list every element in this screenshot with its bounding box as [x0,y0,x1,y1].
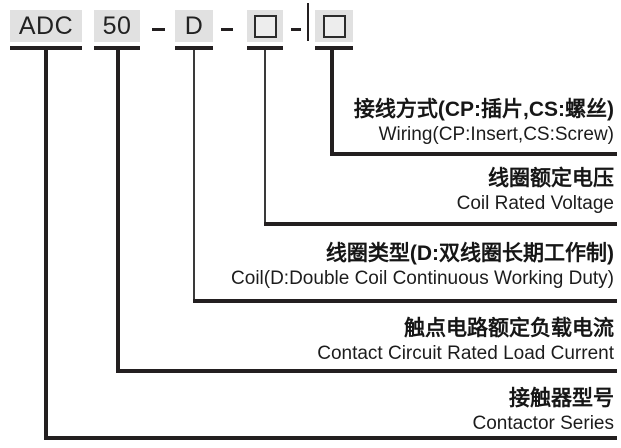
dash-separator-icon [221,28,233,31]
code-segment-current-text: 50 [102,11,132,40]
code-segment-coil-type-text: D [184,11,204,40]
segment-underline [175,46,213,50]
placeholder-square-icon [322,14,346,38]
legend-wiring: 接线方式(CP:插片,CS:螺丝) Wiring(CP:Insert,CS:Sc… [354,97,614,147]
legend-coil-type-cn: 线圈类型(D:双线圈长期工作制) [325,242,614,265]
code-segment-current: 50 [94,10,140,42]
connector-stem-series [44,50,48,440]
vertical-divider-line [307,3,309,41]
legend-contactor-series-en: Contactor Series [472,413,614,434]
legend-wiring-cn: 接线方式(CP:插片,CS:螺丝) [353,98,614,121]
legend-underline-current [116,369,617,373]
legend-load-current-en: Contact Circuit Rated Load Current [317,343,614,364]
legend-voltage: 线圈额定电压 Coil Rated Voltage [457,166,614,216]
legend-load-current-cn: 触点电路额定负载电流 [404,317,614,340]
legend-underline-voltage [264,222,617,226]
segment-underline [10,46,82,50]
legend-underline-wiring [330,152,617,156]
dash-separator-icon [291,28,301,31]
legend-coil-type: 线圈类型(D:双线圈长期工作制) Coil(D:Double Coil Cont… [231,241,614,291]
connector-stem-voltage [264,50,266,226]
legend-wiring-en: Wiring(CP:Insert,CS:Screw) [378,124,614,145]
code-segment-voltage [247,10,283,42]
legend-contactor-series: 接触器型号 Contactor Series [472,386,614,436]
code-segment-coil-type: D [175,10,213,42]
legend-load-current: 触点电路额定负载电流 Contact Circuit Rated Load Cu… [317,316,614,366]
segment-underline [94,46,140,50]
legend-underline-series [44,436,617,440]
code-segment-series-text: ADC [18,11,74,40]
code-segment-wiring [315,10,353,42]
placeholder-square-icon [253,14,277,38]
legend-underline-coil-type [193,299,617,303]
connector-stem-wiring [330,50,334,156]
code-segment-series: ADC [10,10,82,42]
connector-stem-current [116,50,120,373]
legend-voltage-cn: 线圈额定电压 [488,167,614,190]
legend-contactor-series-cn: 接触器型号 [509,387,614,410]
connector-stem-coil-type [193,50,195,303]
legend-coil-type-en: Coil(D:Double Coil Continuous Working Du… [231,268,614,289]
legend-voltage-en: Coil Rated Voltage [456,193,614,214]
segment-underline [247,46,283,50]
dash-separator-icon [152,28,165,31]
segment-underline [315,46,353,50]
